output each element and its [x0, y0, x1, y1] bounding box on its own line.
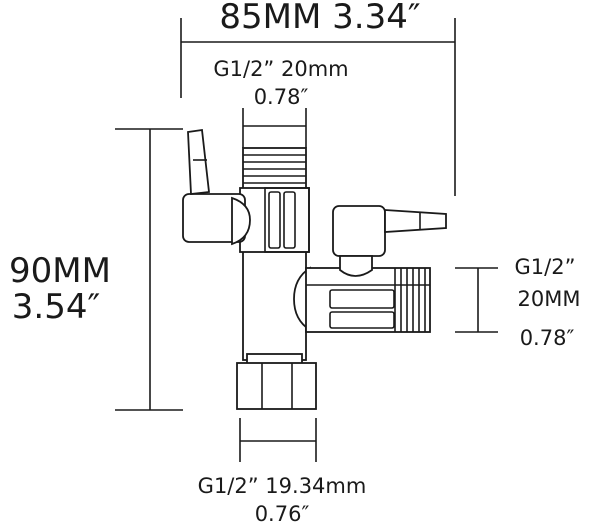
bottom-thread-label: G1/2” 19.34mm — [198, 474, 367, 498]
width-label: 85MM 3.34″ — [219, 0, 420, 37]
upper-cartridge — [239, 187, 310, 253]
side-thread-dimension — [455, 267, 498, 333]
width-dimension — [180, 18, 456, 196]
top-thread-label: G1/2” 20mm — [213, 57, 348, 81]
top-thread-dimension — [242, 108, 307, 148]
side-thread-inch: 0.78″ — [520, 326, 575, 350]
bottom-nut — [236, 362, 317, 410]
bottom-thread-dimension — [239, 418, 317, 462]
bottom-thread-inch: 0.76″ — [255, 502, 310, 526]
valve-body — [182, 128, 447, 410]
height-label-inch: 3.54″ — [12, 287, 100, 327]
top-thread-inch: 0.78″ — [254, 85, 309, 109]
side-thread-mm: 20MM — [518, 287, 581, 311]
side-thread-label: G1/2” — [515, 255, 576, 279]
side-outlet — [305, 267, 431, 333]
left-handle-lever — [187, 128, 210, 196]
right-handle-lever — [384, 209, 447, 233]
right-handle-knob — [332, 205, 386, 257]
height-label-mm: 90MM — [9, 251, 111, 291]
height-dimension — [115, 128, 183, 411]
